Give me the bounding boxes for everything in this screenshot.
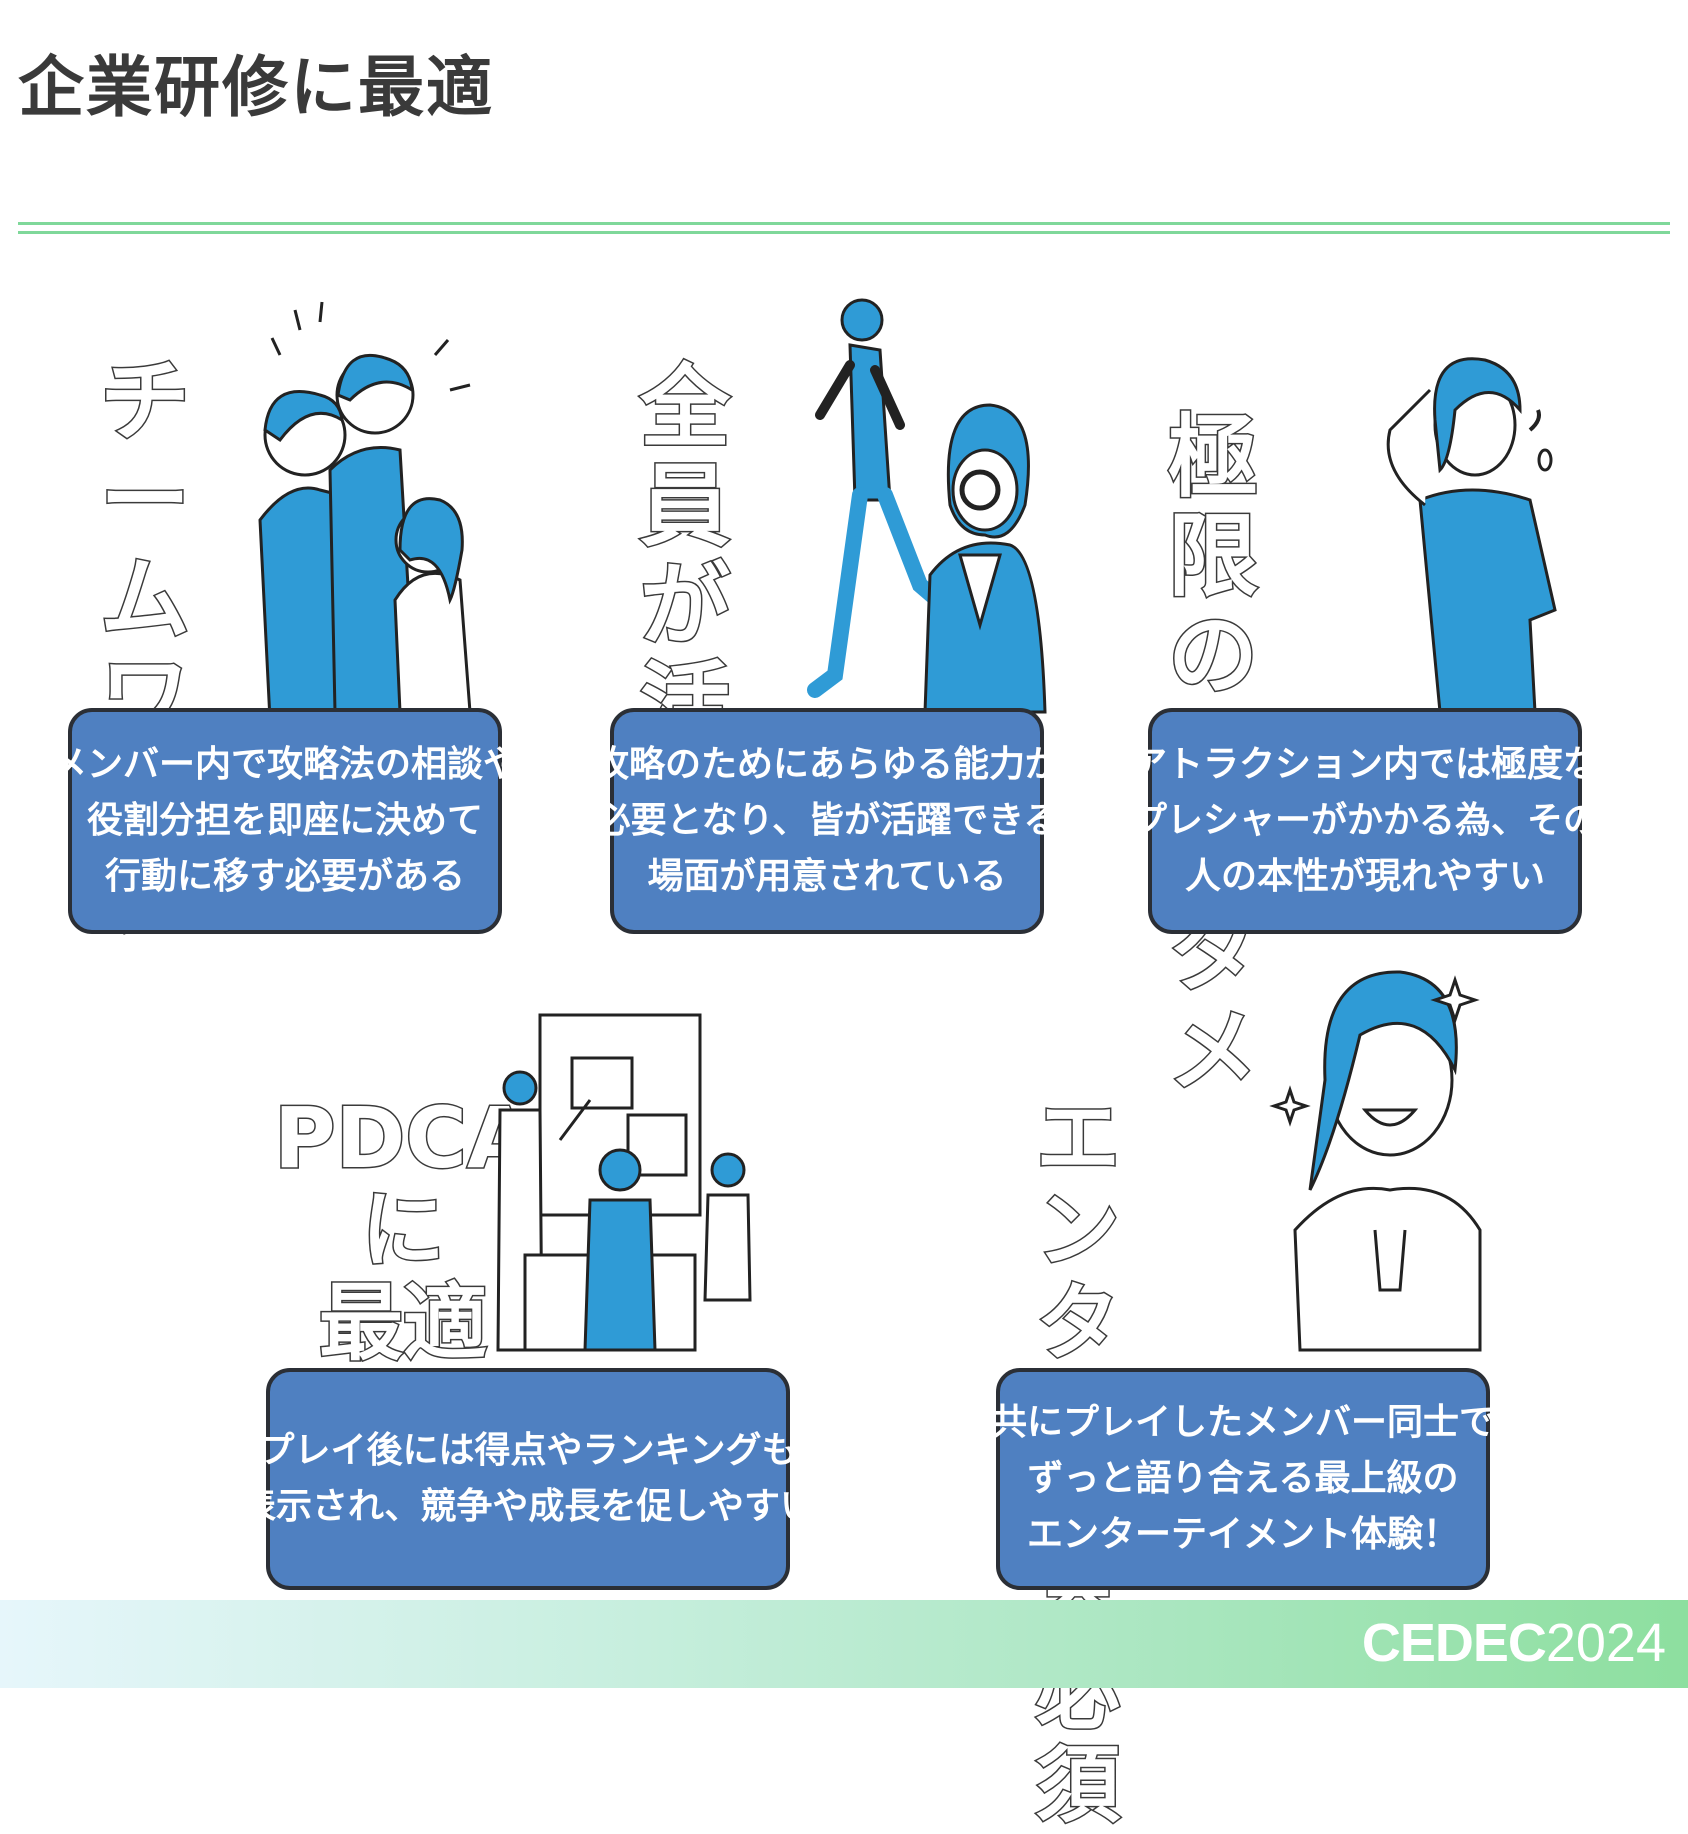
card-description: メンバー内で攻略法の相談や 役割分担を即座に決めて 行動に移す必要がある	[51, 708, 519, 934]
card-description-line: 共にプレイしたメンバー同士で	[991, 1402, 1496, 1444]
card-description: 攻略のためにあらゆる能力が 必要となり、皆が活躍できる 場面が用意されている	[593, 708, 1061, 934]
card-description-line: 表示され、競争や成長を促しやすい	[240, 1486, 817, 1527]
card-description-line: 場面が用意されている	[647, 855, 1007, 897]
card-description-line: メンバー内で攻略法の相談や	[51, 744, 520, 786]
card-description-line: エンターテイメント体験！	[1026, 1513, 1459, 1555]
divider-line	[18, 222, 1670, 225]
card-description-line: 必要となり、皆が活躍できる	[594, 800, 1060, 842]
team-discussion-illustration	[258, 301, 472, 722]
happy-person-illustration	[1269, 970, 1482, 1352]
card-description-line: 役割分担を即座に決めて	[86, 800, 483, 842]
logo-text: CEDEC	[1361, 1613, 1547, 1673]
page-title: 企業研修に最適	[18, 49, 494, 126]
cedec-logo: CEDEC2024	[1362, 1612, 1666, 1674]
runner-and-detective-illustration	[807, 298, 1047, 714]
card-description-line: 人の本性が現れやすい	[1184, 855, 1545, 897]
card-description-line: アトラクション内では極度な	[1131, 744, 1600, 786]
stressed-person-illustration	[1386, 357, 1557, 714]
card-heading-line: 極限の	[1167, 405, 1260, 708]
card-heading-line: チーム	[99, 349, 192, 652]
card-heading: PDCAに 最適	[273, 1089, 534, 1372]
card-heading-line: 全員が	[639, 355, 732, 658]
card-description: アトラクション内では極度な プレシャーがかかる為、その 人の本性が現れやすい	[1131, 708, 1599, 934]
card-description-line: 攻略のためにあらゆる能力が	[593, 744, 1062, 786]
card-description-line: ずっと語り合える最上級の	[1027, 1458, 1459, 1500]
card-heading-line: 最適	[317, 1273, 488, 1372]
card-description-line: プレシャーがかかる為、その	[1131, 800, 1600, 842]
card-description: プレイ後には得点やランキングも 表示され、競争や成長を促しやすい	[240, 1368, 816, 1590]
card-description-line: 行動に移す必要がある	[104, 855, 465, 897]
presentation-meeting-illustration	[496, 1013, 752, 1352]
card-heading-line: PDCAに	[273, 1089, 534, 1280]
card-description: 共にプレイしたメンバー同士で ずっと語り合える最上級の エンターテイメント体験！	[991, 1368, 1495, 1590]
logo-year: 2024	[1545, 1613, 1666, 1673]
card-description-line: プレイ後には得点やランキングも	[258, 1430, 798, 1472]
divider-line	[18, 231, 1670, 234]
footer-band: CEDEC2024	[0, 1600, 1688, 1688]
